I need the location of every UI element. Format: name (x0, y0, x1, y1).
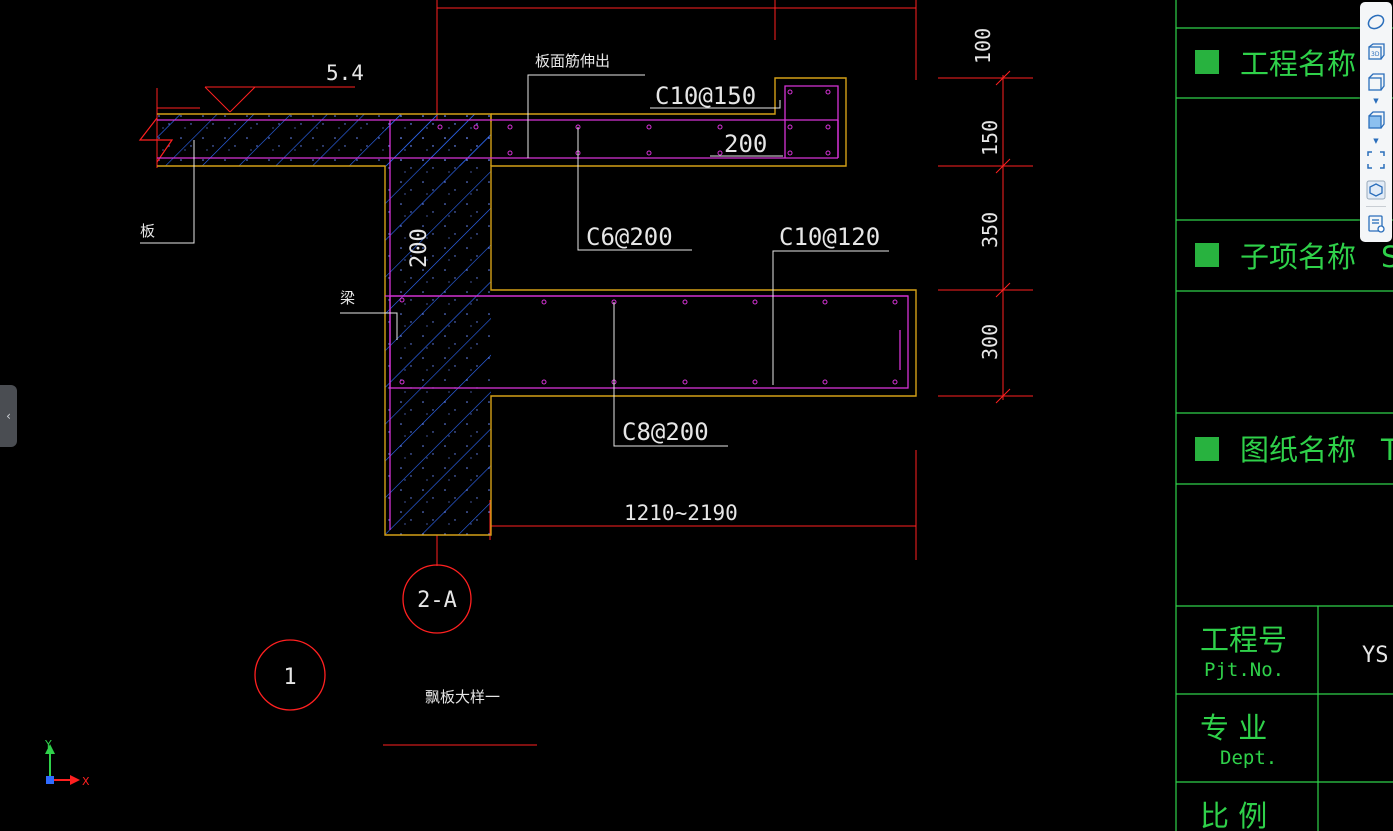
project-no-cn: 工程号 (1200, 623, 1287, 657)
beam-label: 梁 (340, 289, 355, 307)
view-box-icon[interactable] (1364, 70, 1388, 94)
collapse-panel-handle[interactable]: ‹ (0, 385, 17, 447)
detail-title: 飘板大样一 (425, 688, 500, 706)
rebar (157, 85, 909, 530)
scale-cn: 比 例 (1200, 799, 1267, 831)
ucs-x-label: X (82, 775, 90, 788)
model-icon[interactable] (1364, 178, 1388, 202)
dim-350: 350 (978, 212, 1002, 248)
sub-item-name-partial: S (1381, 240, 1393, 274)
drawing-name-label: 图纸名称 (1240, 433, 1356, 467)
dimension-lines (156, 0, 1033, 746)
dept-en: Dept. (1220, 747, 1277, 769)
project-name-label: 工程名称 (1240, 47, 1356, 81)
ucs-icon: Y X (44, 738, 90, 788)
slab-top-rebar-label: 板面筋伸出 (535, 52, 610, 70)
zoom-extents-icon[interactable] (1364, 148, 1388, 172)
chevron-down-icon[interactable]: ▼ (1373, 97, 1379, 105)
rebar-c10-150-label: C10@150 (655, 82, 756, 110)
drawing-name-partial: T (1380, 433, 1393, 467)
view-3d-icon[interactable]: 3D (1364, 40, 1388, 64)
chevron-down-icon[interactable]: ▼ (1373, 137, 1379, 145)
rebar-c10-120-label: C10@120 (779, 223, 880, 251)
title-block[interactable] (1175, 0, 1393, 831)
properties-icon[interactable] (1364, 212, 1388, 236)
dim-300: 300 (978, 324, 1002, 360)
svg-text:3D: 3D (1371, 51, 1380, 58)
dim-200-top-label: 200 (724, 130, 767, 158)
rebar-c6-200-label: C6@200 (586, 223, 673, 251)
orbit-icon[interactable] (1364, 10, 1388, 34)
title-block-markers (1195, 50, 1219, 461)
dim-150: 150 (978, 120, 1002, 156)
beam-section[interactable] (385, 114, 491, 535)
project-no-en: Pjt.No. (1204, 659, 1284, 681)
toolbar-separator (1366, 206, 1386, 207)
beam-width-dim: 200 (407, 228, 432, 268)
span-dimension-label: 1210~2190 (624, 501, 738, 525)
view-toolbar[interactable]: 3D ▼ ▼ (1360, 2, 1392, 242)
ucs-y-label: Y (44, 738, 52, 751)
leader-lines (140, 74, 889, 447)
detail-number-circle[interactable] (254, 639, 326, 711)
dept-cn: 专 业 (1200, 711, 1267, 745)
dim-100: 100 (971, 28, 995, 64)
concrete-outline (157, 77, 917, 536)
slab-label: 板 (140, 222, 155, 240)
rebar-c8-200-label: C8@200 (622, 418, 709, 446)
view-cube-icon[interactable] (1364, 108, 1388, 132)
project-no-value: YS. (1362, 643, 1393, 668)
break-line (138, 117, 174, 163)
detail-number-label: 1 (283, 665, 296, 690)
sub-item-name-label: 子项名称 (1240, 240, 1356, 274)
axis-bubble-label: 2-A (417, 588, 457, 613)
elevation-label: 5.4 (326, 61, 364, 85)
axis-bubble[interactable] (402, 564, 472, 634)
chevron-left-icon: ‹ (6, 409, 11, 423)
